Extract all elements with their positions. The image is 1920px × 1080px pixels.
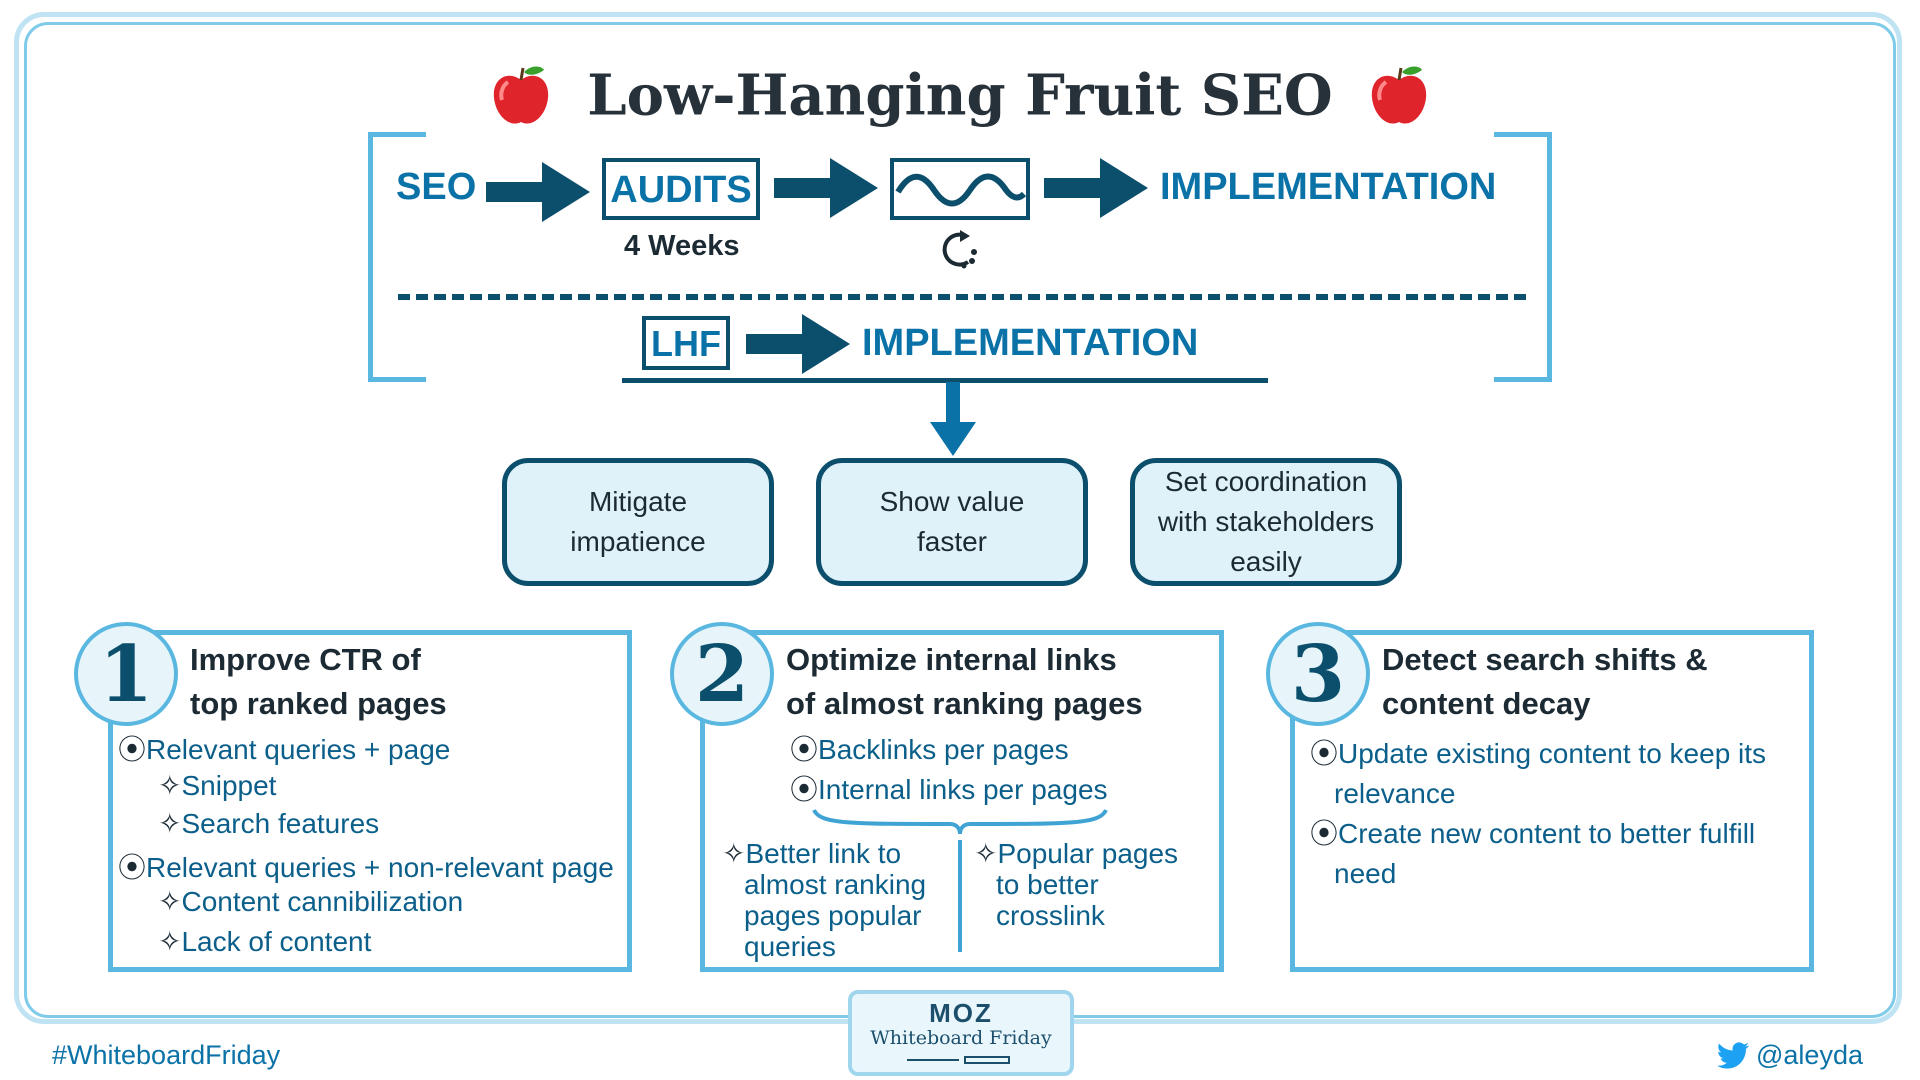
list-item: ✧Search features (158, 808, 380, 839)
list-item: ⦿Relevant queries + page (118, 734, 451, 765)
list-item-text: Snippet (181, 770, 277, 801)
list-item: ✧Lack of content (158, 926, 372, 957)
lhf-box: LHF (642, 316, 730, 370)
benefit-pill: Show value faster (816, 458, 1088, 586)
arrow-right-icon (774, 158, 878, 218)
list-item-text: Update existing content to keep its (1338, 738, 1767, 769)
benefit-line: Show value (879, 486, 1025, 517)
hashtag-link[interactable]: #WhiteboardFriday (52, 1040, 281, 1070)
list-item: need (1334, 858, 1396, 890)
panel-title-line: of almost ranking pages (786, 686, 1143, 721)
list-item-text: Popular pages (997, 838, 1179, 869)
list-item-text: crosslink (996, 900, 1105, 931)
benefit-line: with stakeholders (1157, 506, 1375, 537)
wave-icon (895, 173, 1027, 207)
list-item-text: Better link to (745, 838, 902, 869)
moz-logo-sub: Whiteboard Friday (870, 1027, 1052, 1049)
list-item-text: Relevant queries + non-relevant page (146, 852, 614, 883)
list-item: relevance (1334, 778, 1455, 810)
list-item-text: almost ranking (744, 869, 927, 900)
list-item: ⦿Relevant queries + non-relevant page (118, 852, 614, 883)
panel-3 (1290, 630, 1814, 972)
brace-icon (812, 808, 1108, 835)
list-item-text: Relevant queries + page (146, 734, 451, 765)
list-item-text: need (1334, 858, 1397, 889)
list-item-text: Create new content to better fulfill (1338, 818, 1756, 849)
list-item: ⦿Internal links per pages (790, 774, 1108, 805)
list-item: ⦿Update existing content to keep its (1310, 738, 1767, 769)
wave-box (890, 158, 1030, 220)
sub-list-left: ✧Better link to almost ranking pages pop… (722, 838, 927, 962)
list-item: ⦿Create new content to better fulfill (1310, 818, 1756, 849)
loading-icon (942, 230, 977, 269)
panel-3-title: Detect search shifts & content decay (1382, 638, 1708, 726)
panel-number-2: 2 (670, 622, 774, 726)
flow-implementation-label: IMPLEMENTATION (1160, 166, 1497, 208)
panel-number-1: 1 (74, 622, 178, 726)
panel-title-line: Improve CTR of (190, 642, 421, 677)
sub-list-right: ✧Popular pages to better crosslink (974, 838, 1179, 931)
panel-2-title: Optimize internal links of almost rankin… (786, 638, 1143, 726)
panel-title-line: Optimize internal links (786, 642, 1117, 677)
column-divider (958, 840, 962, 952)
list-item-text: relevance (1334, 778, 1456, 809)
panel-title-line: content decay (1382, 686, 1591, 721)
list-item-text: Backlinks per pages (818, 734, 1069, 765)
panel-title-line: Detect search shifts & (1382, 642, 1708, 677)
panel-number-3: 3 (1266, 622, 1370, 726)
list-item-text: to better (996, 869, 1099, 900)
lhf-implementation-label: IMPLEMENTATION (862, 322, 1199, 364)
benefit-line: Set coordination (1164, 466, 1368, 497)
arrow-right-icon (746, 314, 850, 374)
benefit-line: Mitigate (588, 486, 688, 517)
arrow-right-icon (1044, 158, 1148, 218)
panel-1 (108, 630, 632, 972)
panel-1-title: Improve CTR of top ranked pages (190, 638, 447, 726)
right-bracket (1494, 132, 1552, 382)
audits-label: AUDITS (610, 169, 752, 211)
benefit-line: faster (916, 526, 987, 557)
underline (622, 378, 1268, 383)
benefit-pill: Set coordination with stakeholders easil… (1130, 458, 1402, 586)
moz-whiteboard-friday-logo: MOZ Whiteboard Friday (848, 990, 1074, 1076)
lhf-label: LHF (651, 323, 721, 364)
list-item: ✧Snippet (158, 770, 277, 801)
pencil-icon (907, 1056, 1010, 1064)
apple-icon (493, 66, 548, 124)
list-item-text: pages popular (744, 900, 922, 931)
twitter-handle: @aleyda (1756, 1040, 1863, 1070)
panel-2 (700, 630, 1224, 972)
page-title-row: Low-Hanging Fruit SEO (0, 58, 1920, 128)
benefit-line: impatience (570, 526, 706, 557)
list-item-text: Internal links per pages (818, 774, 1108, 805)
audits-duration: 4 Weeks (624, 230, 740, 262)
list-item-text: Search features (181, 808, 380, 839)
arrow-down-icon (930, 382, 976, 456)
benefit-pill: Mitigate impatience (502, 458, 774, 586)
arrow-right-icon (486, 162, 590, 222)
apple-icon (1372, 66, 1427, 124)
benefit-line: easily (1230, 546, 1302, 577)
flow-seo-label: SEO (396, 166, 477, 208)
list-item-text: Lack of content (181, 926, 372, 957)
twitter-icon (1717, 1041, 1750, 1069)
panel-title-line: top ranked pages (190, 686, 447, 721)
left-bracket (368, 132, 426, 382)
list-item: ⦿Backlinks per pages (790, 734, 1069, 765)
page-title: Low-Hanging Fruit SEO (587, 62, 1333, 129)
dashed-divider (398, 294, 1526, 300)
twitter-handle-link[interactable]: @aleyda (1716, 1040, 1863, 1071)
list-item-text: queries (744, 931, 836, 962)
audits-box: AUDITS (602, 158, 760, 220)
list-item-text: Content cannibilization (181, 886, 464, 917)
list-item: ✧Content cannibilization (158, 886, 464, 917)
moz-logo-text: MOZ (929, 998, 993, 1028)
